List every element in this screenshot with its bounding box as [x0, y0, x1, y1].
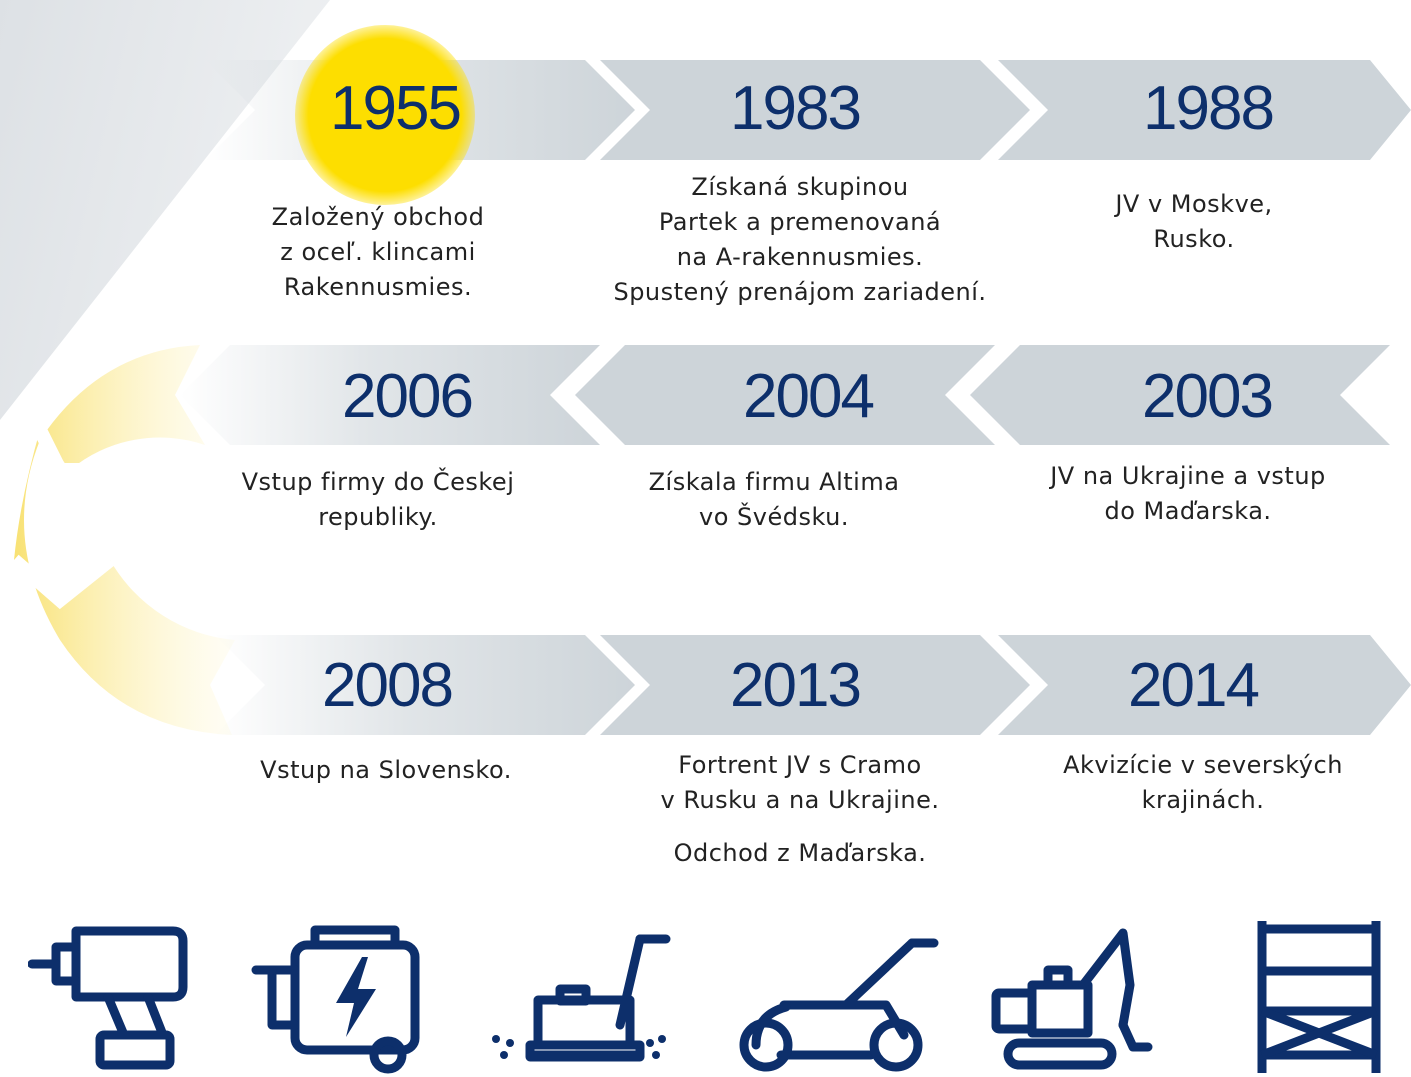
year-label-2013: 2013 [730, 651, 862, 720]
floor-grinder-icon [492, 934, 671, 1062]
event-description-2004: Získala firmu Altima vo Švédsku. [648, 468, 900, 531]
event-description-2008: Vstup na Slovensko. [260, 756, 512, 784]
lawn-mower-icon [739, 938, 939, 1072]
year-label-1983: 1983 [730, 74, 862, 143]
row2-arrows [180, 345, 1390, 445]
event-description-2006: Vstup firmy do Českej republiky. [241, 468, 515, 531]
event-description-1955: Založený obchod z oceľ. klincami Rakennu… [271, 203, 485, 301]
event-description-2013: Fortrent JV s Cramo v Rusku a na Ukrajin… [660, 751, 940, 867]
scaffolding-icon [1257, 921, 1381, 1073]
excavator-icon [991, 928, 1153, 1070]
year-label-2006: 2006 [342, 362, 474, 431]
event-description-1988: JV v Moskve, Rusko. [1115, 190, 1273, 253]
event-description-2003: JV na Ukrajine a vstup do Maďarska. [1050, 462, 1326, 525]
year-label-2004: 2004 [743, 362, 875, 431]
row3-arrows [215, 635, 1411, 735]
year-label-1955: 1955 [330, 74, 462, 143]
year-label-2008: 2008 [322, 651, 454, 720]
year-label-1988: 1988 [1143, 74, 1275, 143]
diagonal-band-top [0, 0, 330, 420]
yellow-return-arrow [9, 345, 235, 735]
event-description-1983: Získaná skupinou Partek a premenovaná na… [613, 173, 987, 306]
event-description-2014: Akvizície v severských krajinách. [1063, 751, 1343, 814]
generator-icon [251, 925, 420, 1074]
year-label-2014: 2014 [1128, 651, 1260, 720]
highlight-circle [295, 25, 475, 205]
year-label-2003: 2003 [1142, 362, 1274, 431]
drill-icon [28, 926, 188, 1070]
